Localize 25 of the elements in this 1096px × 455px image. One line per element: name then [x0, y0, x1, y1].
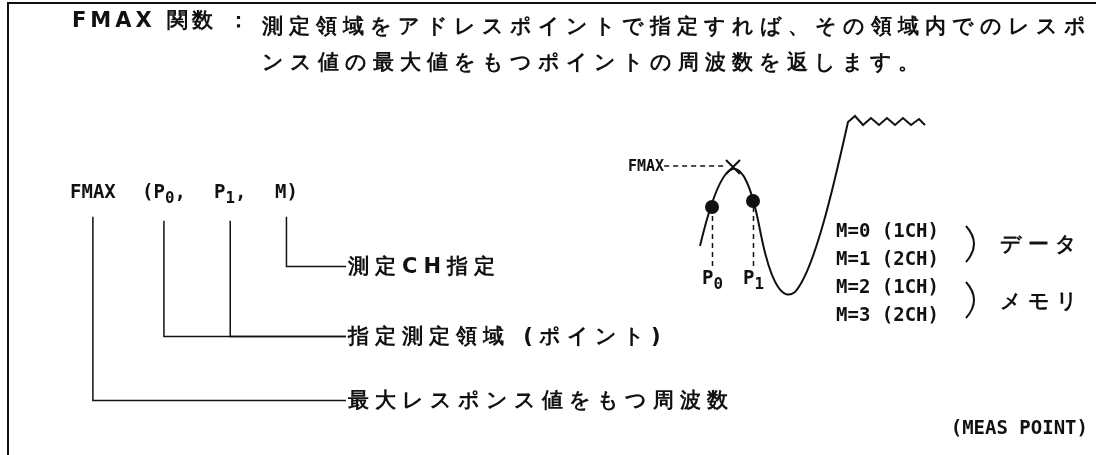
point-label: P$_{1}$	[743, 266, 764, 293]
description-label: 指定測定領域 (ポイント)	[348, 324, 667, 350]
description-label: 最大レスポンス値をもつ周波数	[348, 388, 734, 414]
argument-text: (P$_{0}$,	[142, 180, 186, 207]
title: FMAX 関数 ：	[72, 8, 254, 34]
leader-line	[92, 216, 347, 402]
leader-line	[285, 216, 347, 268]
point-label: P$_{0}$	[702, 266, 723, 293]
group-label: メモリ	[1000, 289, 1084, 315]
unit-note: (MEAS POINT)	[950, 416, 1088, 439]
description-text: 測定領域をアドレスポイントで指定すれば、その領域内でのレスポンス値の最大値をもつポイントの周波数を返します。	[262, 13, 1092, 76]
marker-label: FMAX	[628, 157, 665, 175]
function-name: FMAX	[70, 180, 116, 203]
group-label: データ	[1000, 232, 1083, 258]
leader-line	[229, 220, 347, 338]
mode-label: M=2 (1CH)	[836, 275, 939, 298]
mode-label: M=1 (2CH)	[836, 247, 939, 270]
leader-line	[752, 207, 755, 267]
argument-text: P$_{1}$,	[214, 180, 247, 207]
leader-line	[711, 213, 714, 267]
leader-line	[663, 165, 726, 167]
mode-label: M=3 (2CH)	[836, 303, 939, 326]
mode-label: M=0 (1CH)	[836, 219, 939, 242]
argument-text: M)	[275, 180, 298, 203]
description-label: 測定CH指定	[348, 254, 501, 280]
